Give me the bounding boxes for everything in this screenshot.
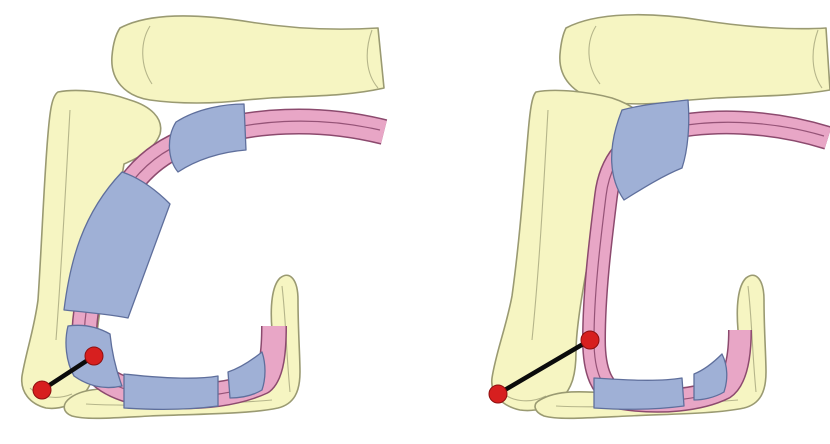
right-pulley-a5 <box>694 354 727 400</box>
left-pulley-a4 <box>124 374 218 409</box>
left-metacarpal-bone <box>112 16 384 103</box>
right-pulley-a4 <box>594 378 684 409</box>
left-pulley-a5 <box>228 352 265 398</box>
left-pulley-a1 <box>169 104 246 172</box>
right-panel <box>489 15 830 419</box>
right-joint-center-marker <box>489 385 507 403</box>
left-panel <box>22 16 384 418</box>
right-metacarpal-bone <box>560 15 830 104</box>
left-tendon-marker <box>85 347 103 365</box>
left-joint-center-marker <box>33 381 51 399</box>
right-pulley-a1 <box>612 100 689 200</box>
right-tendon-marker <box>581 331 599 349</box>
